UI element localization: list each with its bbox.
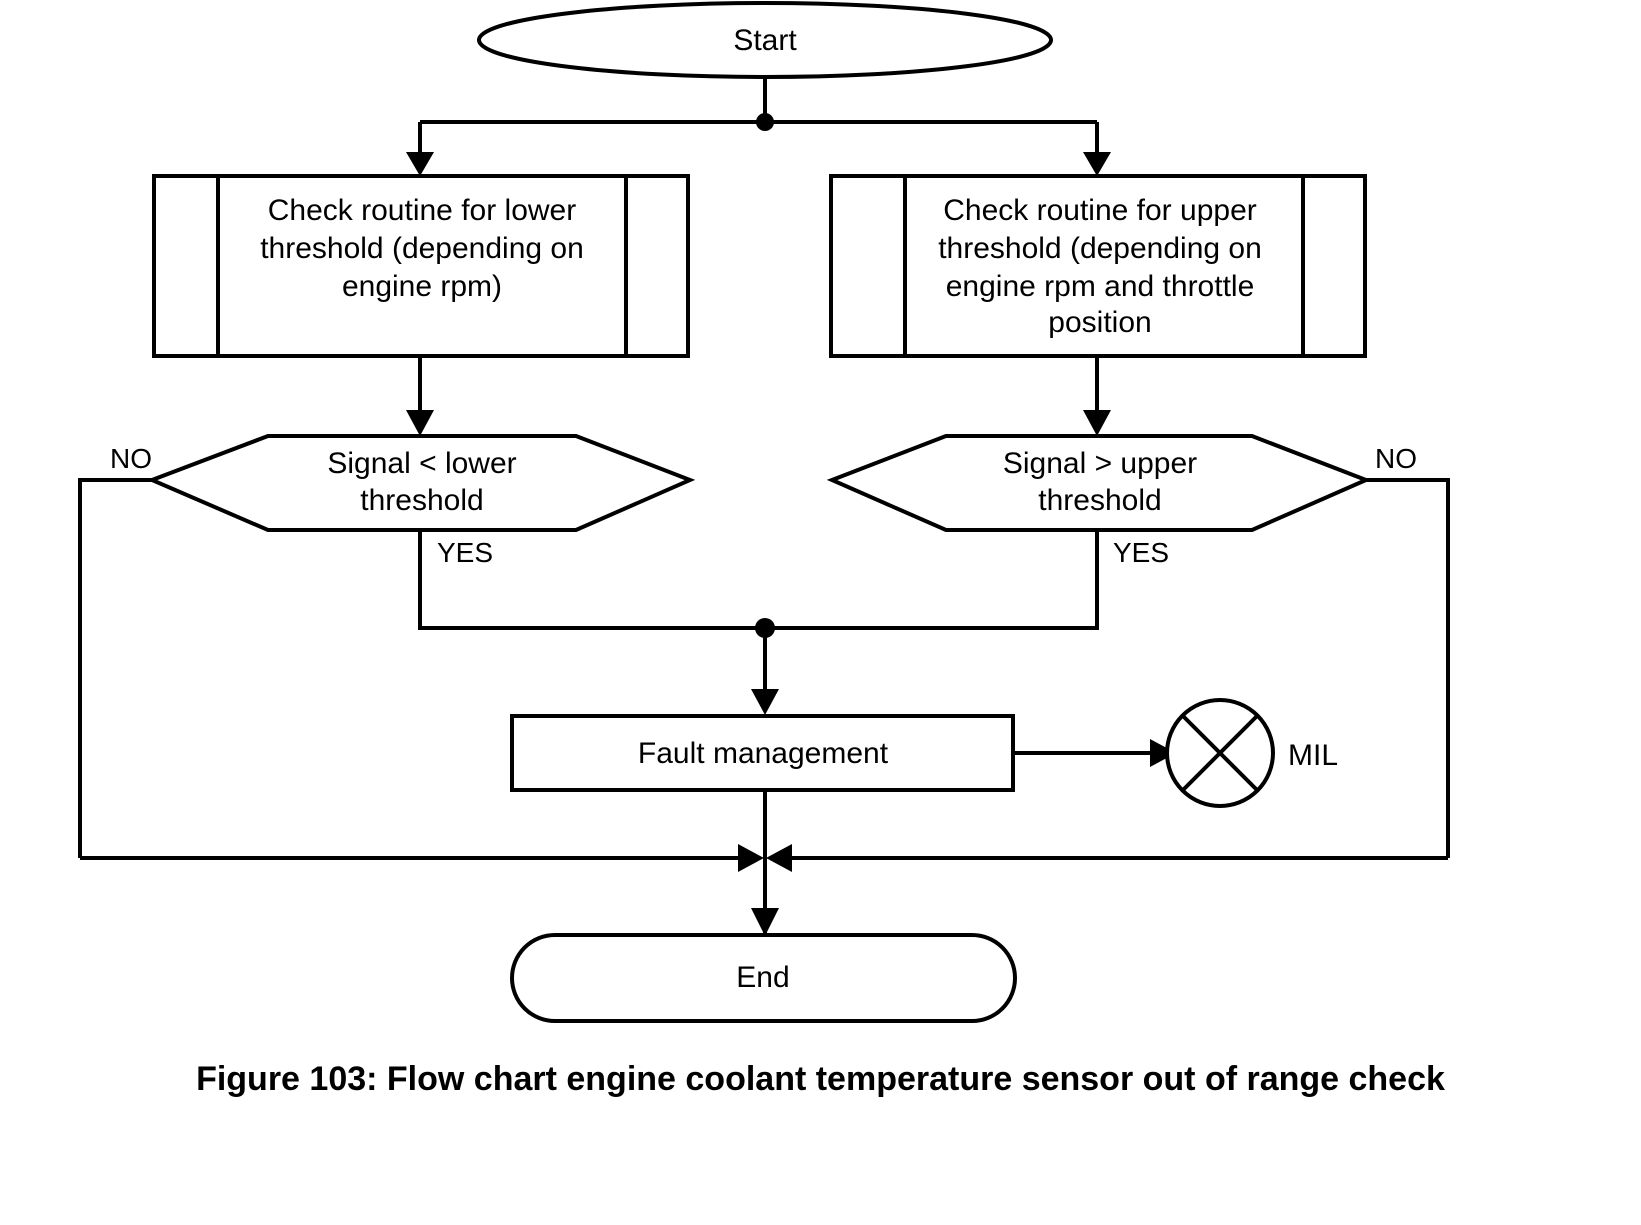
junction-dot-top: [756, 113, 774, 131]
node-check-upper-label-line2: threshold (depending on: [938, 232, 1262, 265]
arrowhead-to-fault-management: [751, 689, 779, 715]
node-end[interactable]: [510, 933, 1017, 1023]
arrowhead-bottom-left-merge: [738, 844, 764, 872]
node-decision-upper[interactable]: [826, 434, 1372, 532]
arrowhead-to-check-upper: [1083, 152, 1111, 176]
node-start[interactable]: [477, 1, 1053, 79]
mil-label: MIL: [1288, 739, 1338, 772]
arrowhead-to-end: [751, 908, 779, 936]
node-decision-lower[interactable]: [146, 434, 696, 532]
node-end-label: End: [736, 961, 789, 994]
connector-lower-yes: [418, 530, 765, 630]
node-fault-management-label: Fault management: [638, 737, 889, 770]
node-check-upper-label-line4: position: [1048, 306, 1151, 339]
figure-caption: Figure 103: Flow chart engine coolant te…: [196, 1060, 1445, 1098]
connector-upper-no-rail: [1366, 478, 1450, 858]
node-decision-lower-label-line2: threshold: [360, 484, 483, 517]
node-check-upper-label-line3: engine rpm and throttle: [946, 270, 1255, 303]
arrowhead-to-decision-lower: [406, 410, 434, 436]
node-check-lower[interactable]: [152, 174, 690, 358]
mil-lamp-x-stroke-2: [1181, 714, 1259, 792]
node-decision-lower-label-line1: Signal < lower: [327, 447, 516, 480]
node-check-upper-label-line1: Check routine for upper: [943, 194, 1257, 227]
arrowhead-to-check-lower: [406, 152, 434, 176]
edge-label-upper-no: NO: [1375, 443, 1417, 474]
edge-label-lower-no: NO: [110, 443, 152, 474]
edge-label-upper-yes: YES: [1113, 537, 1169, 568]
arrowhead-to-decision-upper: [1083, 410, 1111, 436]
node-check-lower-label-line1: Check routine for lower: [268, 194, 576, 227]
arrowhead-to-mil: [1150, 739, 1176, 767]
connector-lower-no-rail: [78, 478, 152, 858]
node-decision-upper-label-line2: threshold: [1038, 484, 1161, 517]
edge-label-lower-yes: YES: [437, 537, 493, 568]
node-fault-management[interactable]: [510, 714, 1015, 792]
connector-upper-yes: [765, 530, 1099, 630]
node-check-upper[interactable]: [829, 174, 1367, 358]
arrowhead-bottom-right-merge: [766, 844, 792, 872]
node-check-lower-label-line3: engine rpm): [342, 270, 502, 303]
node-check-lower-label-line2: threshold (depending on: [260, 232, 584, 265]
node-decision-upper-label-line1: Signal > upper: [1003, 447, 1197, 480]
node-start-label: Start: [733, 24, 797, 57]
